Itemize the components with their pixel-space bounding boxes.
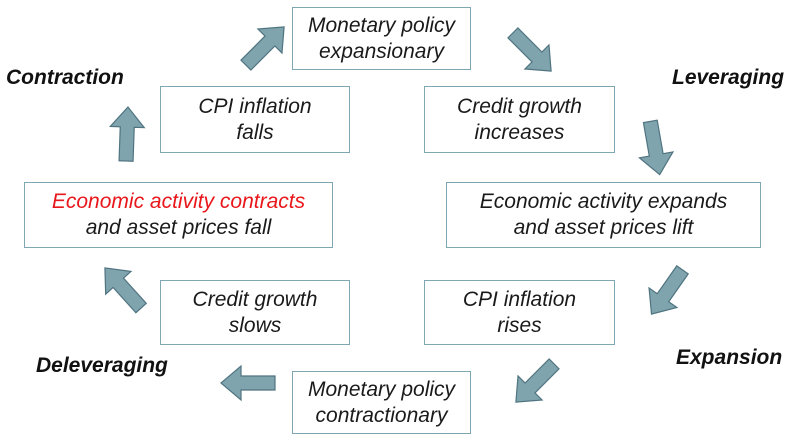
box-monetary-policy-expansionary: Monetary policy expansionary [292, 7, 471, 70]
box-line: Credit growth [192, 287, 318, 311]
box-economic-activity-contracts: Economic activity contracts and asset pr… [24, 182, 333, 248]
phase-label-contraction: Contraction [6, 66, 124, 89]
box-credit-growth-slows: Credit growth slows [160, 280, 350, 345]
box-line: contractionary [315, 403, 448, 427]
arrow-cpi-falls-to-expansionary [240, 26, 285, 71]
box-line-highlight: Economic activity contracts [51, 190, 306, 213]
box-credit-growth-increases: Credit growth increases [424, 86, 615, 153]
arrow-expansionary-to-credit-increases [507, 27, 552, 72]
arrow-activity-expands-to-cpi-rises [648, 265, 690, 315]
box-line: Monetary policy [307, 13, 456, 37]
arrow-cpi-rises-to-contractionary [515, 358, 560, 403]
box-line: expansionary [319, 39, 444, 63]
phase-label-deleveraging: Deleveraging [36, 354, 168, 377]
box-line: and asset prices lift [513, 216, 694, 239]
box-line: Credit growth [457, 94, 582, 118]
box-line: CPI inflation [198, 94, 312, 118]
box-cpi-inflation-falls: CPI inflation falls [160, 86, 350, 153]
arrow-activity-contracts-to-cpi-falls [108, 106, 146, 162]
box-line: Economic activity expands [479, 190, 728, 213]
box-line: falls [236, 120, 274, 144]
arrow-credit-increases-to-activity-expands [638, 119, 675, 176]
box-line: rises [497, 313, 542, 337]
box-line: CPI inflation [462, 287, 577, 311]
box-line: increases [474, 120, 565, 144]
box-line: Monetary policy [307, 377, 456, 401]
phase-label-leveraging: Leveraging [672, 66, 785, 89]
box-economic-activity-expands: Economic activity expands and asset pric… [446, 182, 761, 248]
phase-label-expansion: Expansion [676, 346, 783, 369]
arrow-credit-slows-to-activity-contracts [104, 267, 148, 314]
arrow-contractionary-to-credit-slows [220, 364, 276, 402]
box-monetary-policy-contractionary: Monetary policy contractionary [292, 371, 471, 434]
box-cpi-inflation-rises: CPI inflation rises [424, 280, 615, 345]
box-line: slows [228, 313, 282, 337]
box-line: and asset prices fall [85, 216, 272, 239]
